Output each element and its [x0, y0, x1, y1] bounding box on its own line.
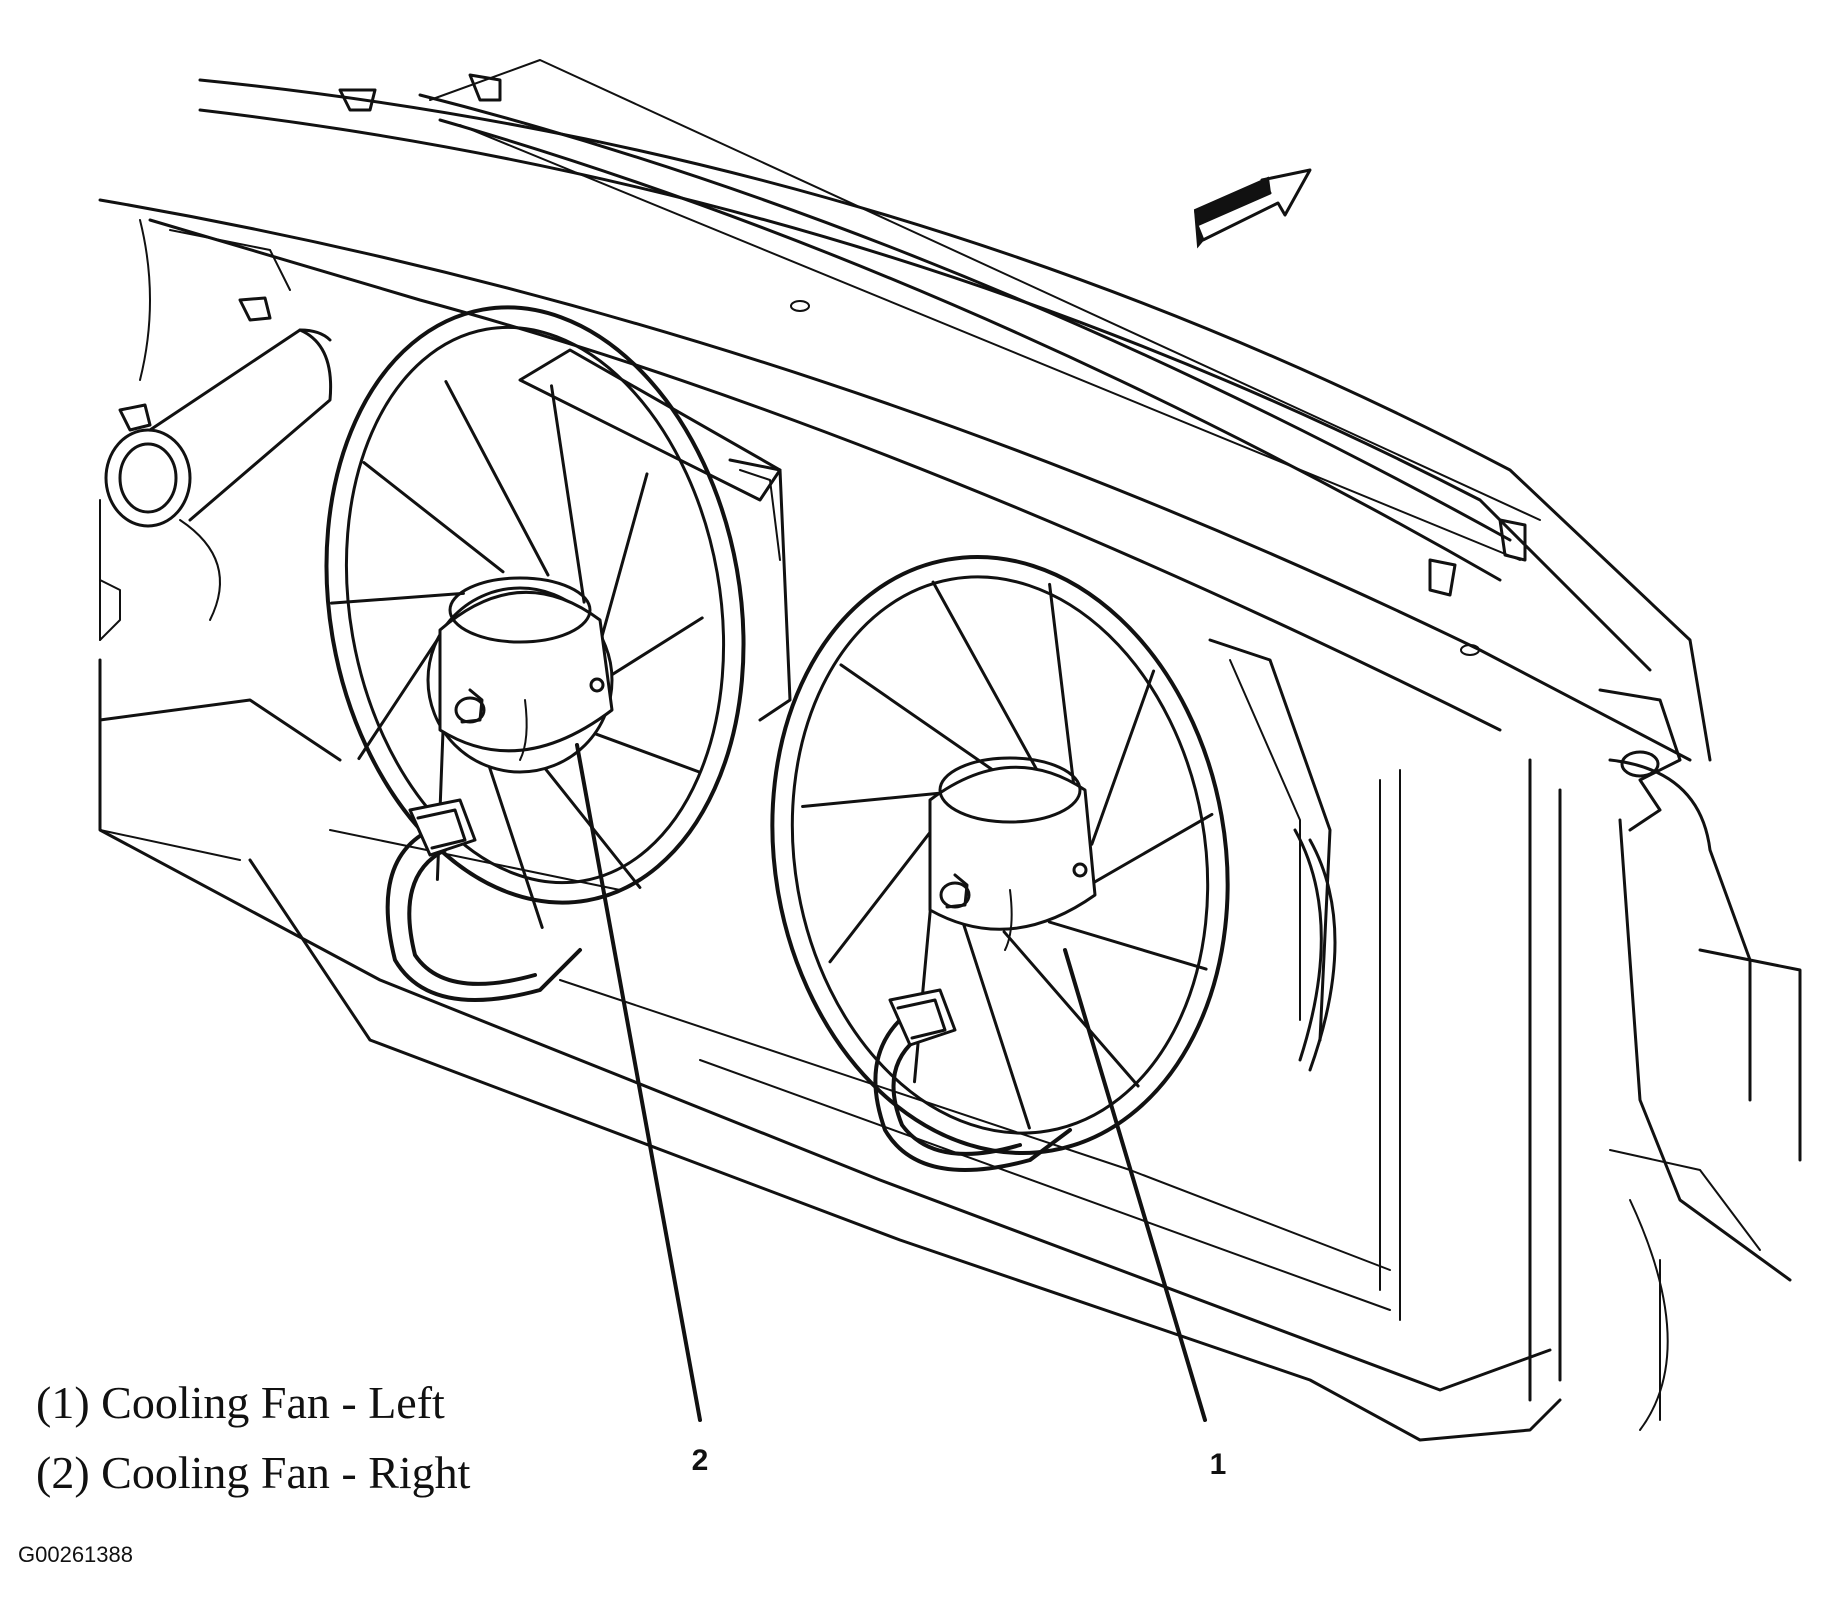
fan-strut	[1048, 582, 1078, 803]
fan-strut	[1002, 930, 1140, 1088]
upper-tie-bar	[98, 59, 1712, 762]
fan-shroud-frame	[98, 658, 1562, 1442]
fan-strut	[550, 384, 586, 604]
radiator-hose	[99, 219, 333, 641]
fan-strut	[801, 790, 954, 808]
fan-strut	[913, 877, 935, 1084]
fan-strut	[444, 380, 550, 577]
fan-strut	[357, 631, 444, 760]
callout-label-1: 1	[1210, 1448, 1227, 1481]
right-side-bracket	[1598, 688, 1802, 1431]
fan-strut	[1080, 812, 1214, 891]
callout-leaders	[575, 743, 1207, 1422]
fan-strut	[1090, 669, 1156, 846]
fan-strut	[330, 591, 465, 605]
fan-strut	[959, 914, 1031, 1130]
fan-strut	[1047, 920, 1208, 971]
cooling-fan-right	[324, 305, 792, 929]
fan-strut	[362, 461, 505, 574]
fan-strut	[828, 831, 932, 964]
fan-left-struts	[801, 580, 1214, 1130]
fan-strut	[839, 663, 995, 772]
legend-item-2: (2) Cooling Fan - Right	[36, 1447, 471, 1498]
cooling-fan-left	[770, 554, 1337, 1156]
leader-line-2	[575, 743, 702, 1422]
leader-line-1	[1063, 948, 1207, 1422]
arrow-up-right-icon	[1193, 168, 1312, 249]
legend-item-1: (1) Cooling Fan - Left	[36, 1377, 445, 1428]
fan-strut	[598, 472, 649, 646]
figure-id: G00261388	[18, 1542, 133, 1567]
fan-left-harness	[873, 988, 1072, 1172]
callout-label-2: 2	[692, 1444, 709, 1477]
fan-strut	[931, 580, 1041, 775]
fan-right-harness	[385, 798, 582, 1002]
